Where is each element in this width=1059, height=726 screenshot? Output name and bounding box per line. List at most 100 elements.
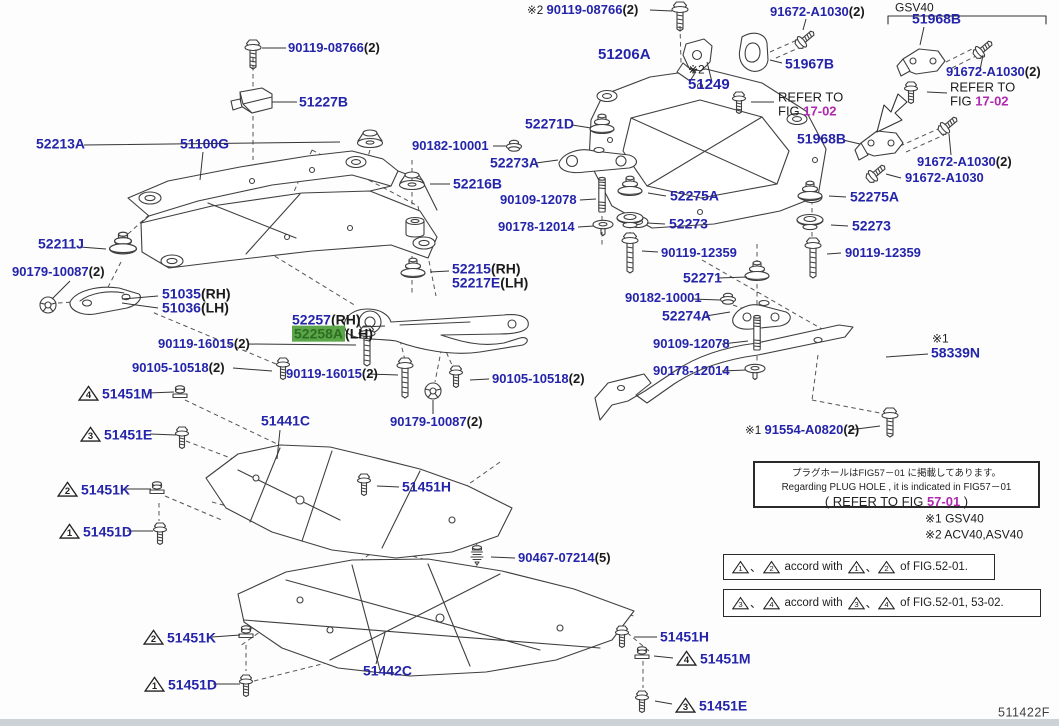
- part-label-90119-16015[interactable]: 90119-16015(2): [286, 366, 378, 382]
- part-label-51451H[interactable]: 51451H: [660, 628, 710, 645]
- bracket-51227B: [230, 87, 273, 114]
- part-label-51968B[interactable]: 51968B: [912, 10, 962, 27]
- svg-text:3: 3: [854, 600, 858, 609]
- svg-text:4: 4: [86, 390, 92, 401]
- warning-triangle-2-icon: 2: [56, 481, 79, 497]
- warning-triangle-2-icon: 2: [142, 629, 165, 645]
- part-label-52273[interactable]: 52273: [669, 215, 708, 232]
- warning-triangle-4-icon: 4: [77, 385, 100, 401]
- bottom-border-band: [0, 719, 1059, 726]
- part-label-91672-A1030[interactable]: 91672-A1030(2): [946, 64, 1041, 80]
- part-label-90105-10518[interactable]: 90105-10518(2): [132, 360, 225, 376]
- part-label-52257[interactable]: 52257(RH): [292, 311, 361, 328]
- part-label-52211J[interactable]: 52211J: [38, 235, 84, 252]
- part-label-90179-10087[interactable]: 90179-10087(2): [12, 264, 105, 280]
- part-label-90119-16015[interactable]: 90119-16015(2): [158, 336, 250, 352]
- part-label-91672-A1030[interactable]: 91672-A1030(2): [917, 154, 1012, 170]
- part-label-51967B[interactable]: 51967B: [785, 55, 835, 72]
- part-label-52215[interactable]: 52215(RH): [452, 260, 521, 277]
- part-label-52273[interactable]: 52273: [852, 217, 891, 234]
- part-label-52274A[interactable]: 52274A: [662, 307, 712, 324]
- plug-hole-note: プラグホールはFIG57－01 に掲載してあります。 Regarding PLU…: [753, 461, 1040, 509]
- part-label-90119-12359[interactable]: 90119-12359: [661, 245, 737, 261]
- part-label-51227B[interactable]: 51227B: [299, 93, 349, 110]
- warning-triangle-3-icon: 3: [732, 596, 749, 610]
- part-label-90182-10001[interactable]: 90182-10001: [625, 290, 702, 306]
- front-crossmember-51100G: [127, 150, 438, 269]
- warning-triangle-1-icon: 1: [143, 676, 166, 692]
- part-label-52273A[interactable]: 52273A: [490, 154, 540, 171]
- part-label-51249[interactable]: 51249: [688, 76, 730, 94]
- part-label-90109-12078[interactable]: 90109-12078: [653, 336, 730, 352]
- note-text: ※2: [688, 62, 705, 77]
- part-label-51036[interactable]: 51036(LH): [162, 299, 229, 316]
- plate-51035: [69, 286, 141, 315]
- part-label-51035[interactable]: 51035(RH): [162, 285, 231, 302]
- part-label-51206A[interactable]: 51206A: [598, 46, 651, 64]
- part-label-58339N[interactable]: 58339N: [931, 344, 981, 361]
- svg-text:2: 2: [769, 564, 773, 573]
- part-label-52216B[interactable]: 52216B: [453, 175, 503, 192]
- warning-triangle-1-icon: 1: [732, 560, 749, 574]
- fig-57-01-reference: 57-01: [926, 494, 961, 509]
- part-label-90179-10087[interactable]: 90179-10087(2): [390, 414, 483, 430]
- note-text: ※1: [932, 331, 949, 346]
- note-text: 511422F: [998, 705, 1050, 720]
- svg-text:4: 4: [684, 655, 690, 666]
- part-label-51441C[interactable]: 51441C: [261, 412, 311, 429]
- part-label-51442C[interactable]: 51442C: [363, 662, 413, 679]
- part-label-90182-10001[interactable]: 90182-10001: [412, 138, 489, 154]
- part-label-90178-12014[interactable]: 90178-12014: [498, 219, 575, 235]
- part-label-90109-12078[interactable]: 90109-12078: [500, 192, 577, 208]
- warning-triangle-3-icon: 3: [674, 697, 697, 713]
- rear-subframe-51206A: [588, 68, 827, 229]
- part-label-52213A[interactable]: 52213A: [36, 135, 86, 152]
- svg-text:1: 1: [738, 564, 742, 573]
- part-label-90467-07214[interactable]: 90467-07214(5): [518, 550, 611, 566]
- part-label-91672-A1030[interactable]: 91672-A1030: [905, 170, 984, 186]
- bracket-51967B: [738, 32, 769, 72]
- warning-triangle-3-icon: 3: [79, 426, 102, 442]
- part-label-52271D[interactable]: 52271D: [525, 115, 575, 132]
- warning-triangle-3-icon: 3: [847, 596, 865, 610]
- part-label-52217E[interactable]: 52217E(LH): [452, 274, 529, 291]
- svg-text:3: 3: [683, 702, 688, 713]
- part-label-90119-08766[interactable]: ※2 90119-08766(2): [527, 1, 639, 17]
- warning-triangle-4-icon: 4: [878, 596, 896, 610]
- part-label-90178-12014[interactable]: 90178-12014: [653, 363, 730, 379]
- bracket-51249: [676, 38, 713, 82]
- warning-triangle-2-icon: 2: [762, 560, 780, 574]
- part-label-51100G[interactable]: 51100G: [180, 135, 230, 152]
- arm-52274A: [732, 299, 791, 330]
- part-label-90119-12359[interactable]: 90119-12359: [845, 245, 921, 261]
- part-label-52275A[interactable]: 52275A: [850, 188, 900, 205]
- warning-triangle-4-icon: 4: [762, 596, 780, 610]
- plug-note-japanese: プラグホールはFIG57－01 に掲載してあります。: [791, 468, 1002, 479]
- part-label-90119-08766[interactable]: 90119-08766(2): [288, 40, 380, 56]
- part-label-91554-A0820[interactable]: ※1 91554-A0820(2): [745, 421, 860, 437]
- part-label-52271[interactable]: 52271: [683, 269, 722, 286]
- part-label-52258A[interactable]: 52258A(LH): [292, 325, 374, 342]
- part-label-91672-A1030[interactable]: 91672-A1030(2): [770, 4, 865, 20]
- part-label-51451H[interactable]: 51451H: [402, 478, 452, 495]
- warning-triangle-1-icon: 1: [847, 560, 865, 574]
- part-label-90105-10518[interactable]: 90105-10518(2): [492, 371, 585, 387]
- leader-lines: [51, 9, 984, 705]
- part-label-52275A[interactable]: 52275A: [670, 187, 720, 204]
- part-label-51968B[interactable]: 51968B: [797, 130, 847, 147]
- plug-note-refer: ( REFER TO FIG 57-01 ): [824, 494, 969, 509]
